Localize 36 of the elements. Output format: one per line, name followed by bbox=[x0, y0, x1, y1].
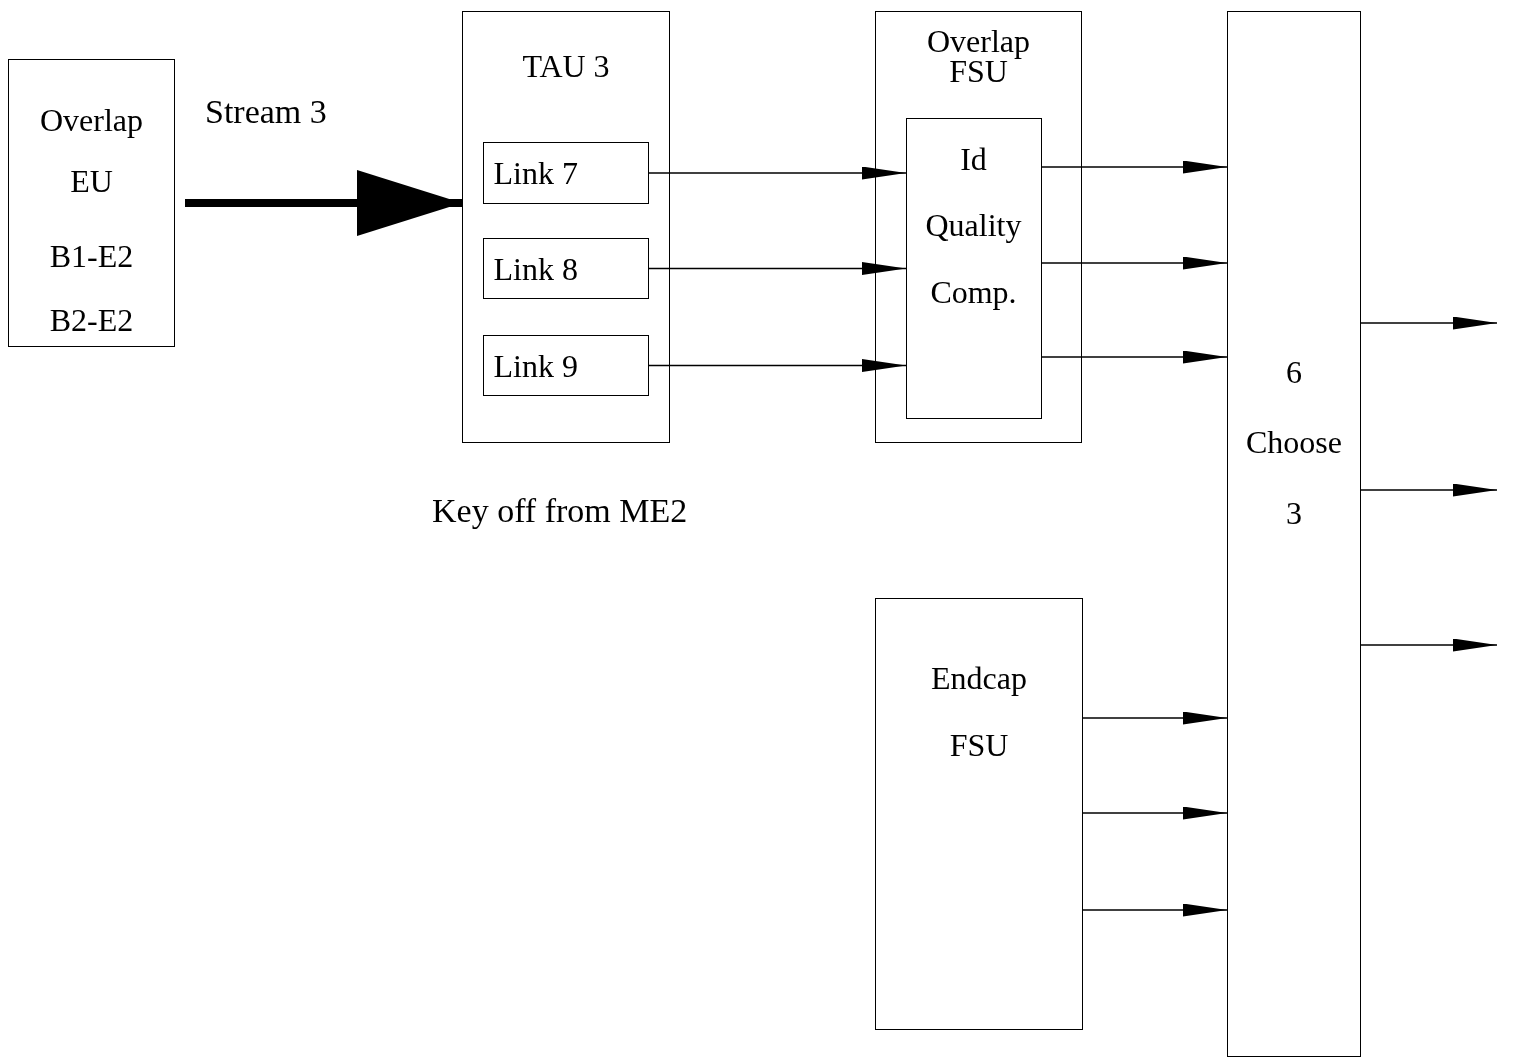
link-box bbox=[482, 141, 649, 204]
box-label: Quality bbox=[925, 207, 1022, 245]
link-box bbox=[482, 237, 649, 299]
arrow bbox=[1360, 316, 1498, 330]
selector-box bbox=[1227, 11, 1361, 1057]
box-label: Overlap EU bbox=[38, 101, 145, 201]
arrow bbox=[1360, 483, 1498, 497]
link-box bbox=[482, 334, 649, 396]
arrow bbox=[1082, 806, 1228, 820]
unit-box bbox=[875, 11, 1082, 443]
arrow bbox=[1082, 903, 1228, 917]
box-label: Link 9 bbox=[493, 347, 578, 385]
arrow bbox=[648, 262, 907, 275]
unit-box bbox=[8, 59, 175, 347]
unit-box bbox=[875, 598, 1083, 1030]
box-label: B1-E2 bbox=[49, 236, 134, 276]
box-label: Overlap FSU bbox=[925, 26, 1032, 87]
unit-box bbox=[462, 11, 670, 443]
arrow bbox=[1041, 350, 1228, 364]
box-label: 6 Choose 3 bbox=[1245, 353, 1343, 533]
arrow bbox=[1041, 256, 1228, 270]
note-text: Key off from ME2 bbox=[432, 492, 688, 530]
box-label: Link 8 bbox=[493, 250, 578, 288]
box-label: Id bbox=[960, 140, 987, 178]
edge-label: Stream 3 bbox=[205, 93, 327, 131]
arrow bbox=[1082, 711, 1228, 725]
arrow bbox=[648, 359, 907, 372]
arrow bbox=[648, 166, 907, 180]
box-label: Link 7 bbox=[493, 154, 578, 192]
box-label: B2-E2 bbox=[49, 301, 134, 341]
box-label: Endcap FSU bbox=[930, 659, 1028, 766]
process-box bbox=[905, 117, 1042, 419]
arrow bbox=[1360, 638, 1498, 652]
box-label: Comp. bbox=[930, 274, 1017, 311]
arrow bbox=[1041, 160, 1228, 174]
box-label: TAU 3 bbox=[521, 48, 611, 85]
